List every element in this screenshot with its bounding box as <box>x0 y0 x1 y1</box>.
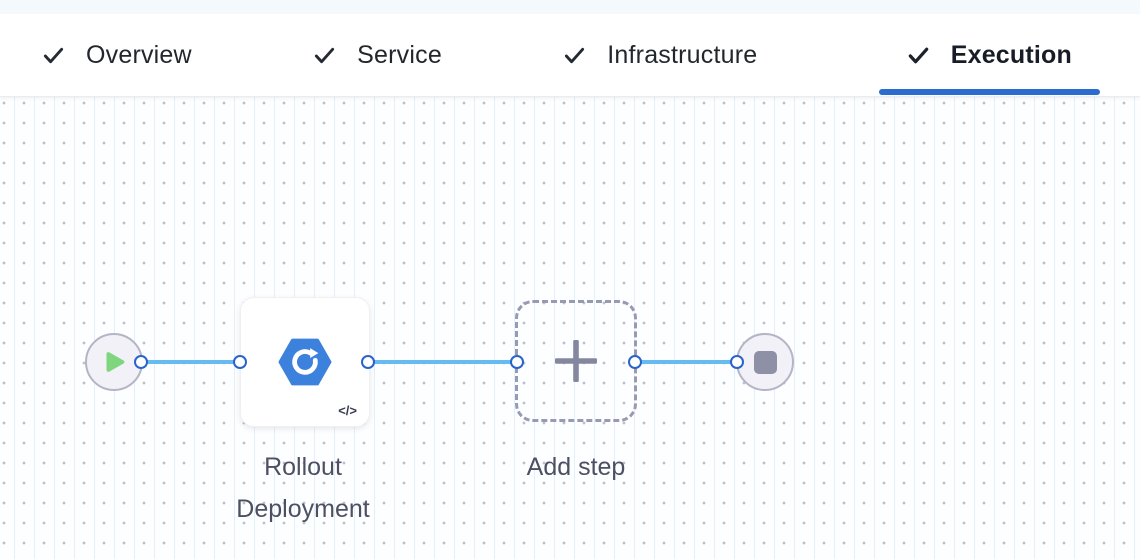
pipeline-canvas[interactable]: </> Rollout Deployment Add step <box>0 97 1140 559</box>
step-rollout-deployment[interactable]: </> <box>240 297 370 427</box>
plus-icon <box>555 340 597 382</box>
connector-line <box>141 360 240 364</box>
connector-port[interactable] <box>510 355 524 369</box>
active-tab-underline <box>878 89 1100 95</box>
step-rollout-deployment-label: Rollout Deployment <box>236 453 370 523</box>
tab-service[interactable]: Service <box>313 14 442 96</box>
tab-execution[interactable]: Execution <box>878 14 1100 96</box>
tab-infrastructure-label: Infrastructure <box>607 40 758 69</box>
tab-service-label: Service <box>357 40 442 69</box>
tab-execution-label: Execution <box>950 40 1072 69</box>
connector-port[interactable] <box>361 355 375 369</box>
tab-overview[interactable]: Overview <box>42 14 192 96</box>
check-icon <box>43 47 64 63</box>
play-icon <box>106 352 125 372</box>
pipeline-start-node[interactable] <box>85 333 143 391</box>
connector-port[interactable] <box>134 355 148 369</box>
add-step-label: Add step <box>526 453 626 481</box>
rollout-deployment-icon <box>278 338 332 386</box>
stage-tab-bar: Overview Service Infrastructure Executio… <box>0 14 1140 97</box>
pipeline-end-node[interactable] <box>736 333 794 391</box>
check-icon <box>315 47 335 63</box>
check-icon <box>908 47 928 63</box>
yaml-code-badge[interactable]: </> <box>338 403 357 418</box>
stop-icon <box>753 350 777 374</box>
tab-overview-label: Overview <box>86 40 192 69</box>
connector-line <box>368 360 517 364</box>
add-step-button[interactable] <box>515 300 637 422</box>
connector-port[interactable] <box>730 355 744 369</box>
check-icon <box>565 47 585 63</box>
tab-infrastructure[interactable]: Infrastructure <box>563 14 757 96</box>
connector-line <box>635 360 737 364</box>
connector-port[interactable] <box>233 355 247 369</box>
connector-port[interactable] <box>628 355 642 369</box>
canvas-top-strip <box>0 0 1140 14</box>
